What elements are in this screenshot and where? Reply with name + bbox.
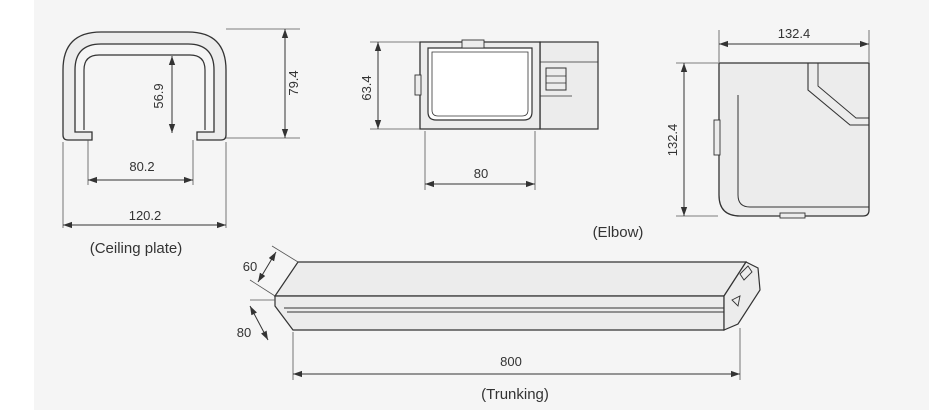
dim-label-outer-height: 79.4 bbox=[286, 70, 301, 95]
dim-label-width: 132.4 bbox=[778, 26, 811, 41]
ceiling-plate-caption: (Ceiling plate) bbox=[90, 240, 183, 257]
elbow-side-tab bbox=[713, 119, 721, 156]
extension-line bbox=[249, 279, 276, 297]
dim-label-length: 800 bbox=[500, 354, 522, 369]
ceiling-plate-inner-outline bbox=[83, 54, 206, 130]
extension-line bbox=[271, 245, 299, 263]
trunking-end-view: 63.4 80 bbox=[359, 39, 599, 190]
dim-line-depth bbox=[257, 251, 277, 283]
dim-label-height: 63.4 bbox=[359, 75, 374, 100]
elbow-body bbox=[718, 62, 870, 217]
trunking-end-body bbox=[539, 41, 599, 130]
elbow-bend-line bbox=[807, 63, 869, 126]
trunking-front-face bbox=[274, 295, 725, 331]
trunking-end-face-detail bbox=[731, 265, 753, 307]
ceiling-plate-outline bbox=[62, 31, 227, 141]
trunking-end-side-tab bbox=[414, 74, 422, 96]
dim-label-outer-width: 120.2 bbox=[129, 208, 162, 223]
elbow-inner-curve bbox=[737, 95, 869, 208]
dim-label-inner-width: 80.2 bbox=[129, 159, 154, 174]
trunking-caption: (Trunking) bbox=[481, 386, 549, 403]
trunking-view: 60 80 800 (Trunking) bbox=[237, 245, 761, 403]
elbow-view: 132.4 132.4 (Elbow) bbox=[593, 26, 870, 241]
dim-label-width: 80 bbox=[474, 166, 488, 181]
elbow-bottom-tab bbox=[779, 212, 806, 219]
trunking-top-face bbox=[273, 261, 748, 297]
ceiling-plate-view: 120.2 80.2 79.4 56.9 (Ceiling plate) bbox=[62, 28, 301, 257]
trunking-end-clip bbox=[545, 67, 567, 91]
trunking-end-profile-inner2 bbox=[431, 51, 529, 117]
trunking-end-face bbox=[723, 261, 761, 331]
dim-label-width: 80 bbox=[237, 325, 251, 340]
trunking-end-top-tab bbox=[461, 39, 485, 49]
dim-label-depth: 60 bbox=[243, 259, 257, 274]
elbow-caption: (Elbow) bbox=[593, 224, 644, 241]
dim-label-inner-height: 56.9 bbox=[151, 83, 166, 108]
dim-label-height: 132.4 bbox=[665, 124, 680, 157]
elbow-bend-line bbox=[817, 63, 869, 119]
dim-line-width bbox=[249, 305, 269, 341]
trunking-end-profile-inner bbox=[427, 47, 533, 121]
